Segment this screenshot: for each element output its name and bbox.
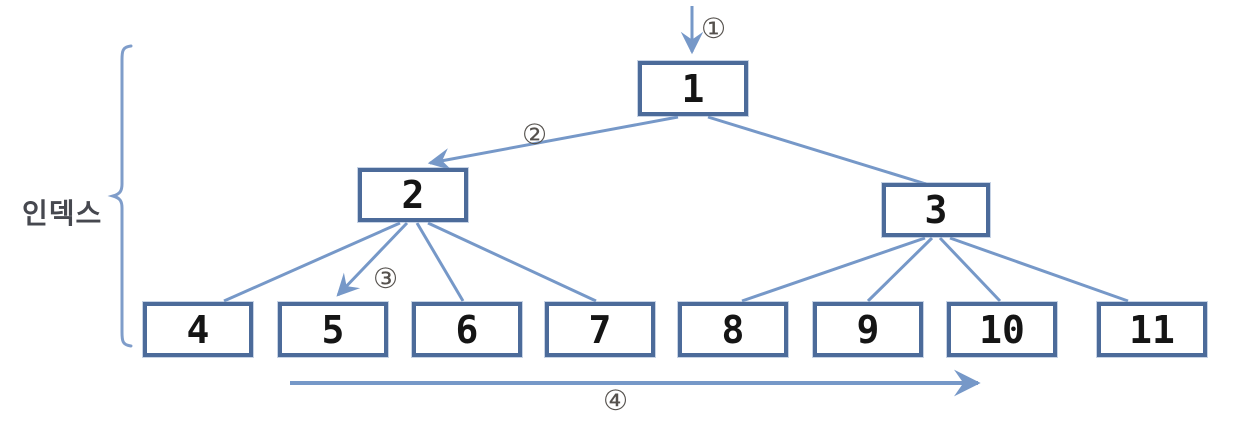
- node-box-5: 5: [278, 302, 388, 357]
- node-box-4: 4: [143, 302, 253, 357]
- node-label: 1: [681, 66, 705, 111]
- node-label: 11: [1129, 307, 1175, 352]
- index-side-label: 인덱스: [22, 198, 103, 229]
- node-label: 10: [979, 307, 1025, 352]
- edge-2-4: [223, 221, 401, 303]
- step-2-badge: ②: [522, 118, 548, 151]
- node-label: 2: [401, 173, 425, 217]
- edge-2-7: [427, 221, 597, 303]
- node-box-1: 1: [638, 61, 748, 116]
- node-label: 5: [321, 307, 345, 352]
- node-label: 8: [721, 307, 745, 352]
- edge-2-6: [415, 222, 465, 302]
- edge-1-3: [707, 115, 927, 186]
- node-box-10: 10: [947, 302, 1057, 357]
- edge-3-10: [938, 236, 1002, 303]
- node-box-7: 7: [545, 302, 655, 357]
- node-box-11: 11: [1097, 302, 1207, 357]
- node-label: 7: [588, 307, 612, 352]
- edge-3-9: [866, 236, 934, 303]
- node-box-3: 3: [882, 183, 990, 237]
- node-label: 3: [924, 188, 948, 232]
- step-1-badge: ①: [701, 12, 727, 45]
- edge-1-2-arrow: [427, 115, 679, 171]
- node-box-8: 8: [678, 302, 788, 357]
- step-4-badge: ④: [603, 384, 629, 417]
- edge-3-8: [741, 236, 926, 303]
- node-label: 6: [455, 307, 479, 352]
- node-box-9: 9: [813, 302, 923, 357]
- node-box-6: 6: [412, 302, 522, 357]
- step-3-badge: ③: [373, 262, 399, 295]
- node-label: 4: [186, 307, 210, 352]
- edge-2-5-arrow: [336, 221, 409, 297]
- node-box-2: 2: [358, 168, 468, 222]
- node-label: 9: [856, 307, 880, 352]
- edge-3-11: [949, 236, 1129, 303]
- index-brace: [107, 44, 133, 348]
